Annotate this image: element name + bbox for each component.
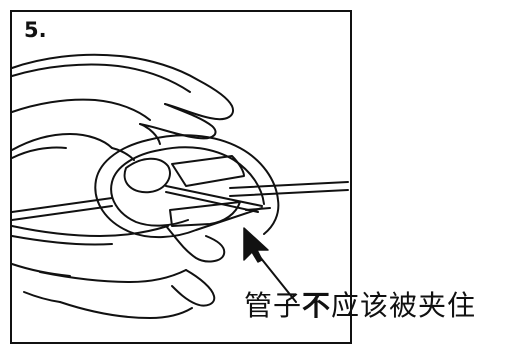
- caption: 管子不应该被夹住: [244, 292, 476, 320]
- caption-after: 应该被夹住: [331, 289, 477, 322]
- arrow-cursor-icon: [243, 227, 297, 303]
- clamp: [94, 134, 280, 239]
- caption-before: 管子: [244, 289, 303, 322]
- step-number: 5.: [24, 18, 47, 42]
- tube: [11, 181, 349, 221]
- caption-emphasis: 不: [302, 289, 332, 322]
- upper-hand: [11, 53, 234, 161]
- lower-hand: [11, 225, 226, 319]
